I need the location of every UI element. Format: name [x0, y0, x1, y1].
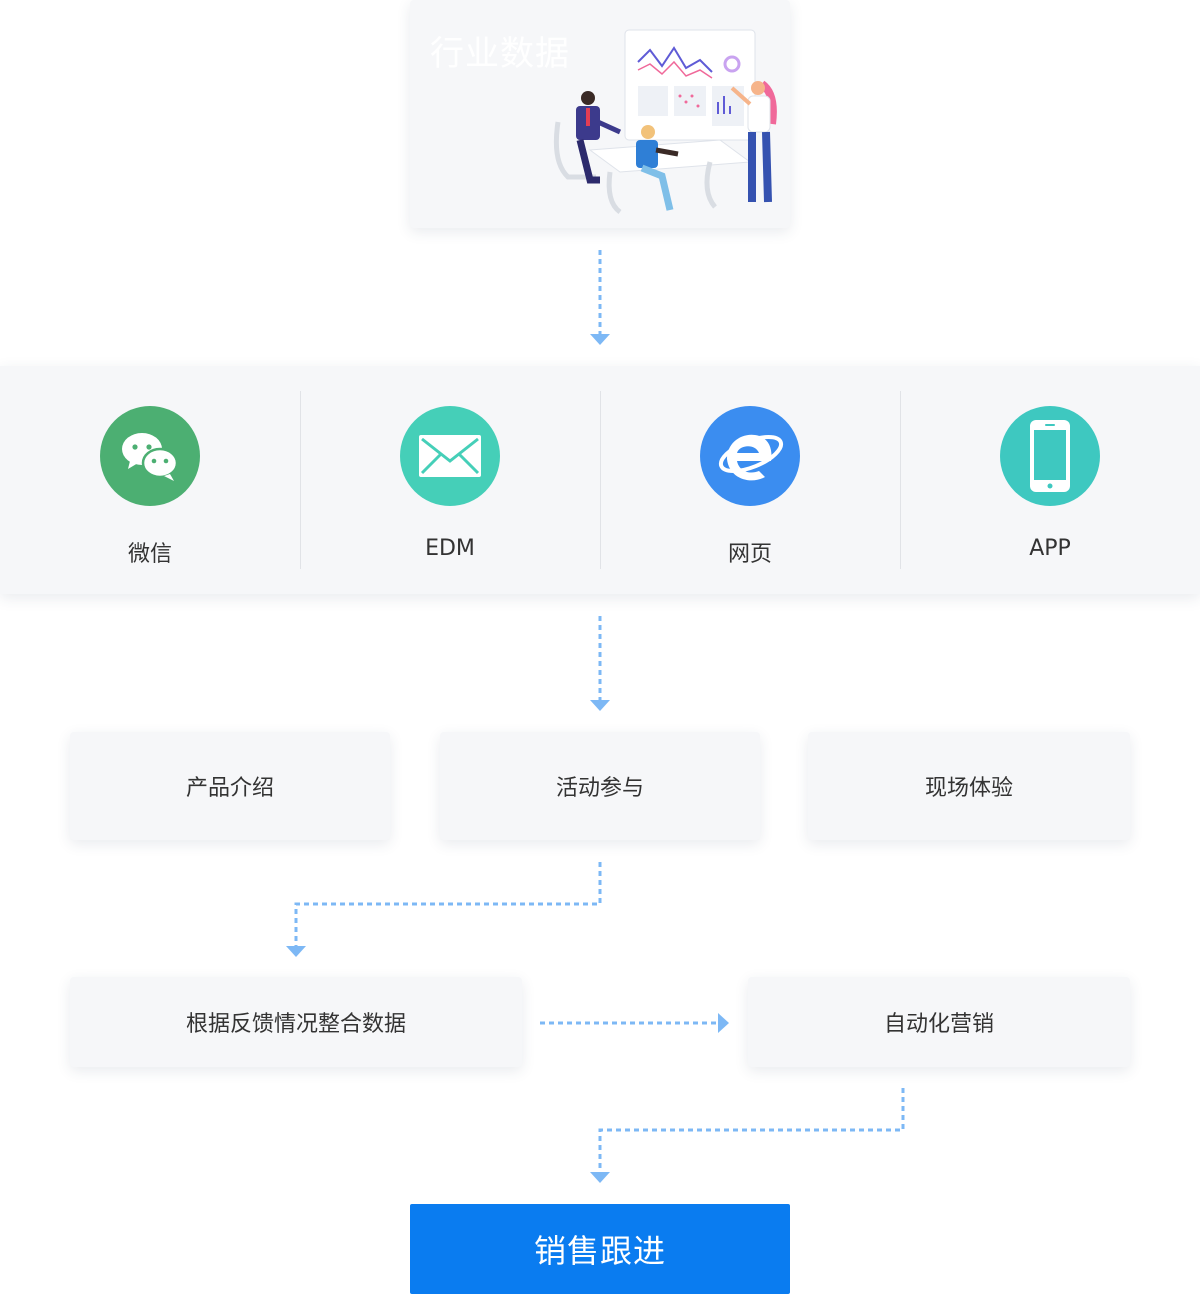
channel-webpage[interactable]: 网页: [600, 366, 900, 594]
channel-app[interactable]: APP: [900, 366, 1200, 594]
arrowhead-5: [590, 1172, 610, 1183]
channels-panel: 微信 EDM 网页: [0, 366, 1200, 594]
arrowhead-2: [590, 700, 610, 711]
automation-card[interactable]: 自动化营销: [748, 977, 1130, 1067]
channel-label: 微信: [127, 542, 172, 567]
industry-data-label: 行业数据: [430, 34, 570, 74]
sales-follow-up-button[interactable]: 销售跟进: [410, 1204, 790, 1294]
channel-edm[interactable]: EDM: [300, 366, 600, 594]
sales-follow-up-label: 销售跟进: [533, 1232, 666, 1270]
integrate-label: 根据反馈情况整合数据: [185, 1012, 406, 1037]
ie-browser-icon: [700, 406, 800, 506]
activity-event-participation[interactable]: 活动参与: [440, 732, 760, 840]
activity-onsite-experience[interactable]: 现场体验: [808, 732, 1130, 840]
channel-label: 网页: [727, 542, 772, 567]
activity-label: 现场体验: [924, 776, 1013, 801]
channel-wechat[interactable]: 微信: [0, 366, 300, 594]
activity-product-intro[interactable]: 产品介绍: [70, 732, 390, 840]
envelope-icon: [400, 406, 500, 506]
arrowhead-1: [590, 334, 610, 345]
industry-data-card: 行业数据: [410, 0, 790, 228]
mobile-phone-icon: [1000, 406, 1100, 506]
arrowhead-3: [286, 946, 306, 957]
channel-label: EDM: [425, 536, 475, 561]
arrowhead-4: [718, 1013, 729, 1033]
channel-label: APP: [1029, 536, 1071, 561]
wechat-icon: [100, 406, 200, 506]
team-analytics-illustration: [553, 29, 777, 215]
automation-label: 自动化营销: [883, 1012, 994, 1037]
activity-label: 产品介绍: [185, 776, 274, 801]
integrate-feedback-card[interactable]: 根据反馈情况整合数据: [70, 977, 522, 1067]
activity-label: 活动参与: [555, 776, 644, 801]
